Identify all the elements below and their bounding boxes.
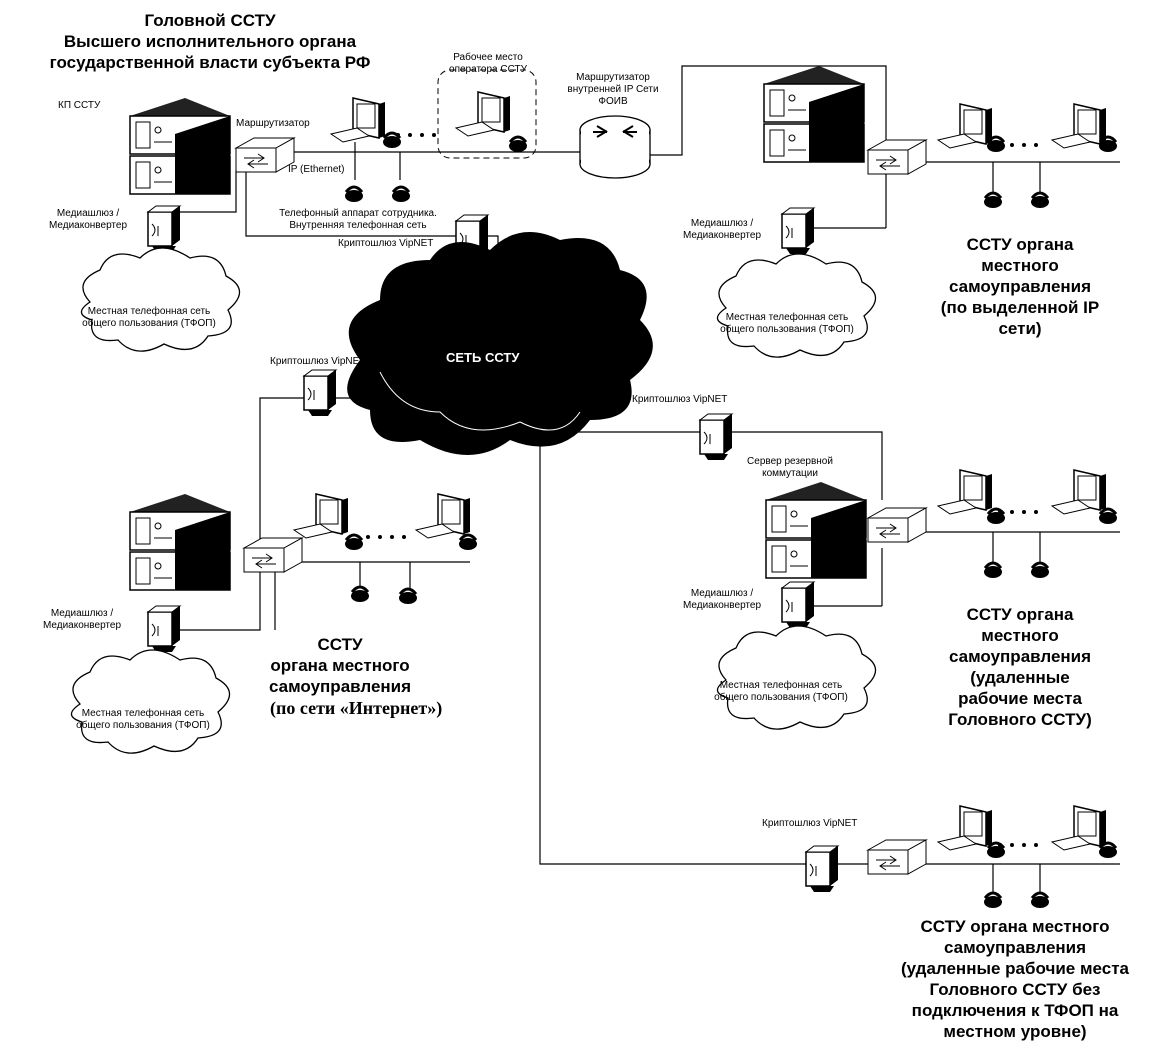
lb-mediagateway-label: Медиашлюз / Медиаконвертер	[42, 608, 122, 631]
phone-icon	[985, 841, 1007, 860]
cloud-label: СЕТЬ ССТУ	[446, 350, 520, 365]
workstation-icon	[415, 493, 471, 539]
mediagateway-icon	[147, 205, 181, 253]
kp-label: КП ССТУ	[58, 100, 101, 111]
phone-icon	[982, 191, 1004, 210]
phone-icon	[1029, 191, 1051, 210]
phone-icon	[390, 185, 412, 204]
rb-crypto-label: Криптошлюз VipNET	[762, 818, 858, 829]
pstn-cloud-icon	[80, 247, 241, 352]
workstation-icon	[1051, 805, 1107, 851]
phone-icon	[982, 891, 1004, 910]
server-icon	[129, 493, 231, 591]
phone-icon	[985, 507, 1007, 526]
switch-icon	[867, 139, 927, 175]
phone-icon	[982, 561, 1004, 580]
phone-icon	[343, 533, 365, 552]
mediagateway-icon	[147, 605, 181, 653]
switch-icon	[243, 537, 303, 573]
mediagateway-icon	[781, 207, 815, 255]
pstn-label: Местная телефонная сеть общего пользован…	[82, 306, 216, 329]
phone-icon	[1097, 507, 1119, 526]
head-title: Головной ССТУ Высшего исполнительного ор…	[49, 11, 371, 72]
lb-caption2: (по сети «Интернет»)	[270, 698, 443, 718]
phone-icon	[349, 585, 371, 604]
workstation-icon	[293, 493, 349, 539]
rm-caption: ССТУ органа местного самоуправления (уда…	[948, 605, 1092, 729]
workstation-icon	[937, 469, 993, 515]
rt-mediagateway-label: Медиашлюз / Медиаконвертер	[682, 218, 762, 241]
switch-icon	[867, 507, 927, 543]
pstn-cloud-icon	[70, 649, 231, 754]
phone-icon	[1029, 561, 1051, 580]
mediagateway-icon	[781, 581, 815, 629]
operator-place-frame	[437, 69, 537, 159]
rt-pstn-label: Местная телефонная сеть общего пользован…	[720, 312, 854, 335]
router-icon	[235, 137, 295, 173]
switch-icon	[867, 839, 927, 875]
kp-sstu-server-icon	[129, 97, 231, 195]
phone-icon	[397, 587, 419, 606]
sstu-network-cloud	[347, 232, 653, 455]
crypto-gateway-icon	[805, 845, 839, 893]
crypto-label: Криптошлюз VipNET	[338, 238, 434, 249]
foiv-router-icon	[579, 115, 651, 179]
rm-mediagateway-label: Медиашлюз / Медиаконвертер	[682, 588, 762, 611]
rb-caption: ССТУ органа местного самоуправления (уда…	[900, 917, 1130, 1041]
backup-server-icon	[765, 481, 867, 579]
mediagateway-label: Медиашлюз / Медиаконвертер	[48, 208, 128, 231]
pstn-cloud-icon	[716, 625, 877, 730]
phone-icon	[985, 135, 1007, 154]
rt-caption: ССТУ органа местного самоуправления (по …	[940, 235, 1100, 338]
phone-icon	[1097, 135, 1119, 154]
crypto-gateway-icon	[699, 413, 733, 461]
server-icon	[763, 65, 865, 163]
ip-label: IP (Ethernet)	[288, 164, 345, 175]
phone-icon	[381, 131, 403, 150]
phone-icon	[343, 185, 365, 204]
router-label: Маршрутизатор	[236, 118, 310, 129]
crypto-left-label: Криптошлюз VipNET	[270, 356, 366, 367]
workstation-icon	[1051, 103, 1107, 149]
crypto-gateway-icon	[303, 369, 337, 417]
pstn-cloud-icon	[716, 253, 877, 358]
phone-icon	[507, 135, 529, 154]
operator-workstation-icon	[455, 91, 511, 137]
phone-icon	[1097, 841, 1119, 860]
lb-pstn-label: Местная телефонная сеть общего пользован…	[76, 708, 210, 731]
workstation-icon	[330, 97, 386, 143]
workstation-icon	[937, 805, 993, 851]
workstation-icon	[937, 103, 993, 149]
workstation-icon	[1051, 469, 1107, 515]
crypto-right-label: Криптошлюз VipNET	[632, 394, 728, 405]
lb-caption: ССТУ органа местного самоуправления	[268, 635, 412, 696]
phone-icon	[457, 533, 479, 552]
phone-note-label: Телефонный аппарат сотрудника. Внутрення…	[279, 208, 437, 231]
operator-place-label: Рабочее место оператора ССТУ	[449, 52, 527, 75]
phone-icon	[1029, 891, 1051, 910]
foiv-router-label: Маршрутизатор внутренней IP Сети ФОИВ	[567, 72, 659, 107]
backup-server-label: Сервер резервной коммутации	[747, 456, 833, 479]
rm-pstn-label: Местная телефонная сеть общего пользован…	[714, 680, 848, 703]
